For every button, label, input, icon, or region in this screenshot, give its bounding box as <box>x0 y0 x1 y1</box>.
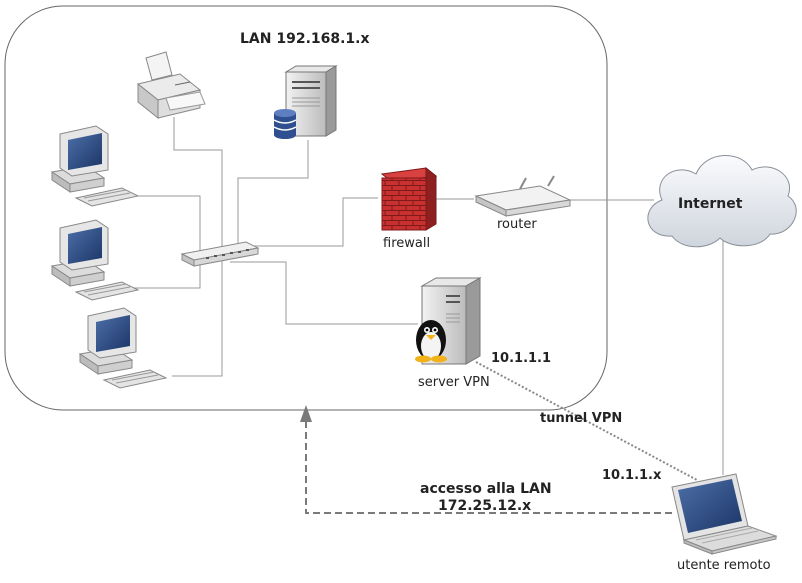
printer-icon <box>136 51 206 120</box>
arrow-head-icon <box>300 405 312 422</box>
database-server-icon <box>273 65 338 139</box>
server-ip-label: 10.1.1.1 <box>491 351 551 366</box>
firewall-label: firewall <box>383 236 430 251</box>
brick-firewall-icon <box>380 166 438 231</box>
cloud-icon <box>647 155 797 248</box>
tunnel-label: tunnel VPN <box>540 411 622 426</box>
lan-label: LAN 192.168.1.x <box>240 31 370 47</box>
desktop-computer-icon <box>78 307 168 389</box>
desktop-computer-icon <box>50 125 140 207</box>
desktop-computer-icon <box>50 219 140 301</box>
lan-links <box>102 117 724 475</box>
vpn-tunnel-line <box>475 361 698 481</box>
server-vpn-label: server VPN <box>418 375 490 390</box>
remote-user-label: utente remoto <box>677 558 771 573</box>
router-label: router <box>497 217 537 232</box>
laptop-icon <box>671 473 778 555</box>
access-label: accesso alla LAN <box>420 481 552 497</box>
internet-label: Internet <box>678 196 743 212</box>
lan-access-arrow <box>305 418 672 514</box>
router-icon <box>474 175 572 217</box>
remote-ip-label: 10.1.1.x <box>602 468 662 483</box>
network-switch-icon <box>180 241 260 267</box>
access-subnet-label: 172.25.12.x <box>438 498 531 514</box>
linux-server-icon <box>415 277 482 365</box>
